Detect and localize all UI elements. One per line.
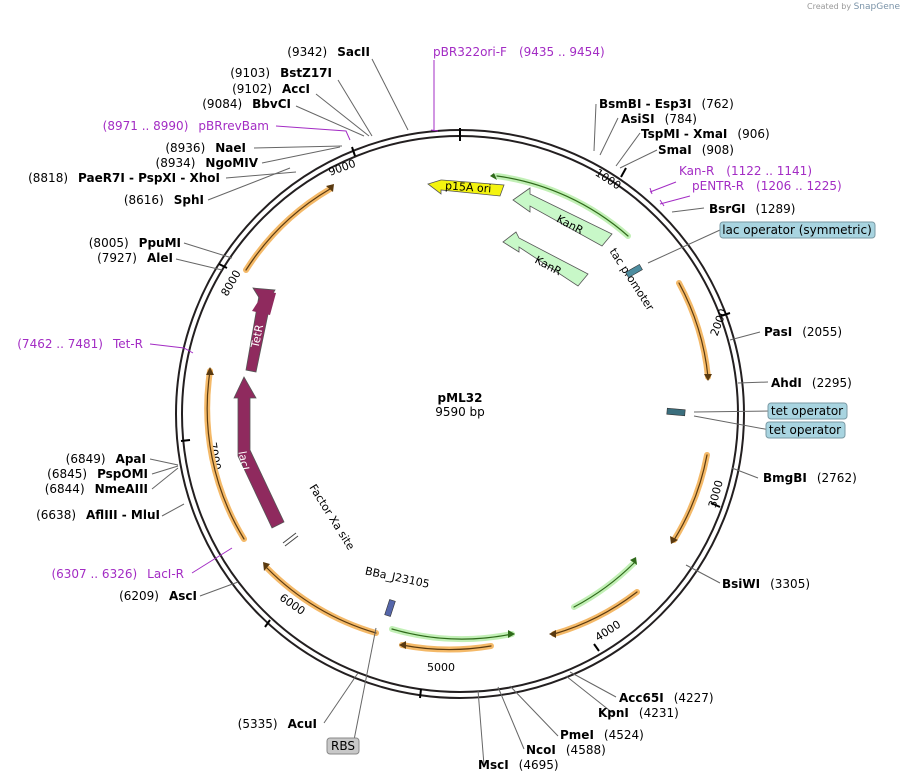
enzyme-ahdi: AhdI(2295) [771, 376, 852, 390]
kanr-arrow-1 [512, 187, 613, 247]
enzyme-alei: (7927)AleI [97, 251, 173, 265]
enzyme-afliii: (6638)AflIII - MluI [36, 508, 160, 522]
enzyme-ncoi: NcoI(4588) [526, 743, 606, 757]
leader-lines [149, 58, 771, 766]
plasmid-name: pML32 [438, 391, 483, 405]
arc-arrowheads [206, 173, 712, 649]
credit-prefix: Created by [807, 2, 852, 11]
enzyme-kpni: KpnI(4231) [598, 706, 679, 720]
enzyme-pmei: PmeI(4524) [560, 728, 644, 742]
credit-brand: SnapGene [853, 2, 900, 12]
enzyme-smai: SmaI(908) [658, 143, 734, 157]
enzyme-bsrgi: BsrGI(1289) [709, 202, 795, 216]
enzyme-bsmbi: BsmBI - Esp3I(762) [599, 97, 734, 111]
enzyme-asci: (6209)AscI [119, 589, 197, 603]
left-enzyme-labels: (9342)SacII (9103)BstZ17I (9102)AccI (90… [28, 45, 370, 731]
p15a-ori-arrow [427, 179, 505, 197]
tetr-label: TetR [248, 323, 266, 350]
enzyme-naei: (8936)NaeI [165, 141, 246, 155]
orf-arcs [204, 173, 711, 653]
tick-5000: 5000 [427, 661, 455, 674]
primer-pbr322ori-f: pBR322ori-F(9435 .. 9454) [433, 45, 605, 59]
boxed-labels: lac operator (symmetric) tet operator te… [326, 221, 876, 755]
enzyme-bsiwi: BsiWI(3305) [722, 577, 810, 591]
enzyme-ppumi: (8005)PpuMI [89, 236, 181, 250]
tac-promoter-label: tac promoter [607, 246, 657, 314]
bba-mark [384, 599, 396, 617]
primer-laci-r: (6307 .. 6326)LacI-R [51, 567, 184, 581]
kanr-arrow-2 [502, 231, 589, 287]
enzyme-apai: (6849)ApaI [66, 452, 146, 466]
enzyme-bmgbi: BmgBI(2762) [763, 471, 857, 485]
tet-operator-label-2: tet operator [769, 423, 841, 437]
primer-pbrrevbam: (8971 .. 8990)pBRrevBam [103, 119, 269, 133]
tac-promoter-mark [625, 263, 643, 279]
laci-label: lacI [235, 450, 251, 471]
enzyme-acci: (9102)AccI [232, 82, 310, 96]
enzyme-asisi: AsiSI(784) [621, 112, 697, 126]
primer-kan-r: Kan-R(1122 .. 1141) [679, 164, 812, 178]
primer-pentr-r: pENTR-R(1206 .. 1225) [692, 179, 842, 193]
enzyme-bstz17i: (9103)BstZ17I [230, 66, 332, 80]
tick-8000: 8000 [219, 268, 244, 299]
enzyme-sphi: (8616)SphI [124, 193, 204, 207]
tet-operator-label-1: tet operator [771, 404, 843, 418]
enzyme-sacii: (9342)SacII [287, 45, 370, 59]
enzyme-pasi: PasI(2055) [764, 325, 842, 339]
enzyme-ngomiv: (8934)NgoMIV [156, 156, 259, 170]
lac-operator-label: lac operator (symmetric) [722, 223, 872, 237]
primer-labels: pBR322ori-F(9435 .. 9454) (8971 .. 8990)… [17, 45, 841, 581]
snapgene-credit: Created by SnapGene [807, 2, 900, 12]
p15a-ori-label: p15A ori [445, 179, 492, 195]
factor-xa-label: Factor Xa site [306, 482, 357, 553]
enzyme-tspmi: TspMI - XmaI(906) [641, 127, 770, 141]
enzyme-pspomi: (6845)PspOMI [47, 467, 148, 481]
plasmid-size: 9590 bp [435, 405, 485, 419]
enzyme-bbvci: (9084)BbvCI [202, 97, 291, 111]
factor-xa-mark [282, 532, 297, 544]
tick-4000: 4000 [593, 618, 624, 644]
laci-arrow [233, 376, 285, 529]
tet-operator-mark [666, 407, 686, 417]
right-enzyme-labels: BsmBI - Esp3I(762) AsiSI(784) TspMI - Xm… [478, 97, 857, 772]
enzyme-msci: MscI(4695) [478, 758, 559, 772]
tick-labels: 1000 2000 3000 4000 5000 6000 7000 8000 … [180, 146, 731, 699]
primer-leaders [149, 60, 691, 574]
rbs-label: RBS [331, 739, 355, 753]
primer-tet-r: (7462 .. 7481)Tet-R [17, 337, 143, 351]
enzyme-paer7i: (8818)PaeR7I - PspXI - XhoI [28, 171, 220, 185]
tick-1000: 1000 [593, 166, 624, 192]
enzyme-acui: (5335)AcuI [238, 717, 317, 731]
enzyme-nmeaiii: (6844)NmeAIII [45, 482, 148, 496]
enzyme-acc65i: Acc65I(4227) [619, 691, 714, 705]
bba-label: BBa_J23105 [364, 564, 431, 590]
